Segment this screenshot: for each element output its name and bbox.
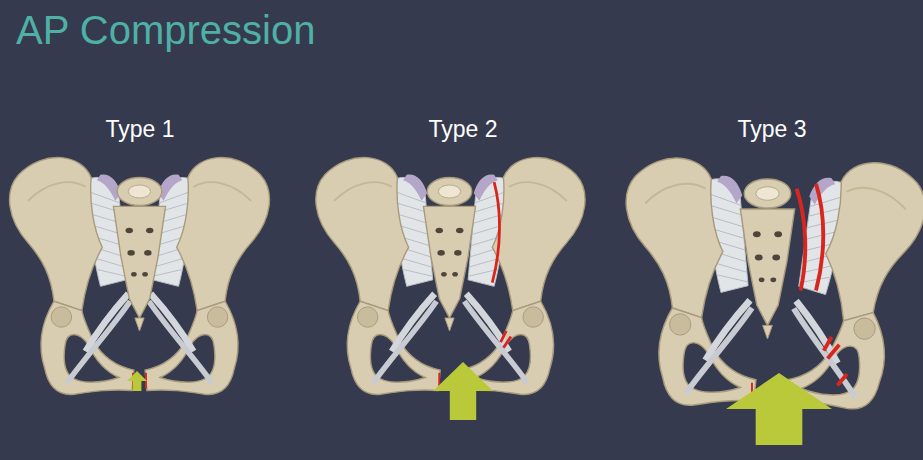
type-label: Type 1 <box>105 116 174 143</box>
injury-mark <box>797 184 847 386</box>
type-label: Type 2 <box>428 116 497 143</box>
injury-mark <box>492 182 511 348</box>
force-arrow <box>726 373 832 445</box>
pelvis-type-3 <box>626 158 923 412</box>
pelvis-type-1 <box>10 158 270 395</box>
force-arrow <box>433 362 493 420</box>
force-arrow <box>127 371 147 391</box>
pelvis-type-2 <box>316 158 585 395</box>
type-label: Type 3 <box>737 116 806 143</box>
slide-title: AP Compression <box>16 8 315 53</box>
